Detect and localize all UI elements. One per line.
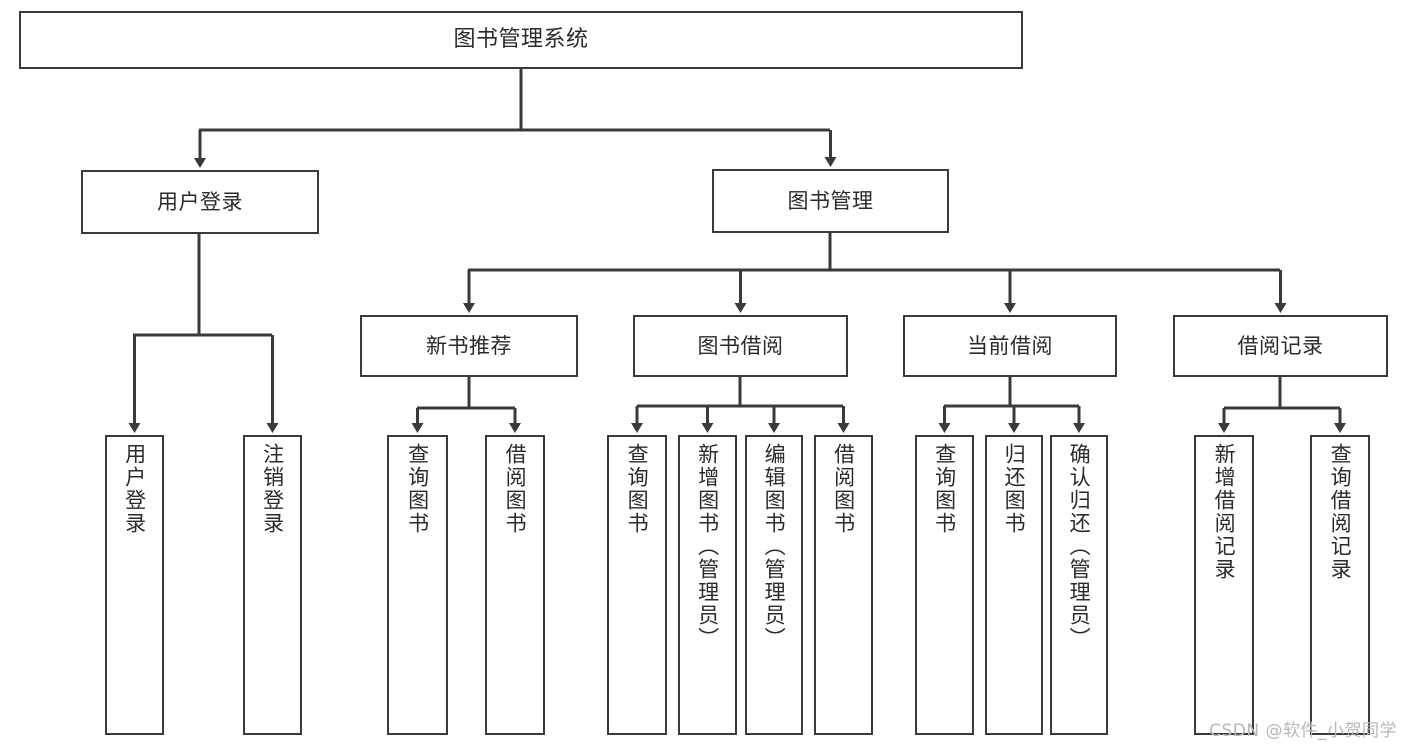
node-user-login[interactable]: 用户登录 [81, 170, 319, 234]
node-label: 当前借阅 [967, 333, 1053, 358]
node-leaf-user-login[interactable]: 用户登录 [105, 435, 164, 735]
node-label: 借阅记录 [1237, 333, 1324, 358]
node-label: 图书借阅 [697, 333, 784, 358]
node-label: 新增图书（管理员） [695, 443, 720, 650]
node-leaf-add-book[interactable]: 新增图书（管理员） [678, 435, 737, 735]
node-leaf-borrow-book-1[interactable]: 借阅图书 [485, 435, 545, 735]
node-label: 借阅图书 [831, 443, 856, 535]
node-label: 查询图书 [625, 443, 650, 535]
node-book-management[interactable]: 图书管理 [712, 169, 949, 233]
node-label: 查询借阅记录 [1328, 443, 1353, 581]
node-label: 注销登录 [260, 443, 285, 535]
node-book-borrow[interactable]: 图书借阅 [633, 315, 848, 377]
node-label: 用户登录 [122, 443, 147, 535]
node-borrow-record[interactable]: 借阅记录 [1173, 315, 1388, 377]
node-label: 用户登录 [157, 189, 243, 214]
node-label: 查询图书 [405, 443, 430, 535]
node-leaf-edit-book[interactable]: 编辑图书（管理员） [745, 435, 803, 735]
node-leaf-query-book-2[interactable]: 查询图书 [607, 435, 667, 735]
node-leaf-return-book[interactable]: 归还图书 [985, 435, 1043, 735]
node-label: 新增借阅记录 [1212, 443, 1237, 581]
node-label: 图书管理 [787, 188, 874, 213]
node-leaf-add-borrow-record[interactable]: 新增借阅记录 [1194, 435, 1254, 735]
node-leaf-query-book-1[interactable]: 查询图书 [387, 435, 448, 735]
node-label: 新书推荐 [426, 333, 512, 358]
node-label: 编辑图书（管理员） [762, 443, 787, 650]
node-label: 图书管理系统 [453, 27, 589, 53]
node-leaf-query-borrow-record[interactable]: 查询借阅记录 [1310, 435, 1370, 735]
node-label: 查询图书 [932, 443, 957, 535]
watermark-label: CSDN @软件_小贺同学 [1209, 721, 1397, 741]
node-leaf-borrow-book-2[interactable]: 借阅图书 [814, 435, 873, 735]
node-leaf-user-logout[interactable]: 注销登录 [243, 435, 302, 735]
node-leaf-query-book-3[interactable]: 查询图书 [915, 435, 974, 735]
node-root[interactable]: 图书管理系统 [19, 11, 1023, 69]
node-new-book-recommend[interactable]: 新书推荐 [360, 315, 578, 377]
node-label: 借阅图书 [503, 443, 528, 535]
node-leaf-confirm-return[interactable]: 确认归还（管理员） [1050, 435, 1108, 735]
node-label: 归还图书 [1002, 443, 1027, 535]
node-label: 确认归还（管理员） [1067, 443, 1092, 650]
node-current-borrow[interactable]: 当前借阅 [903, 315, 1117, 377]
